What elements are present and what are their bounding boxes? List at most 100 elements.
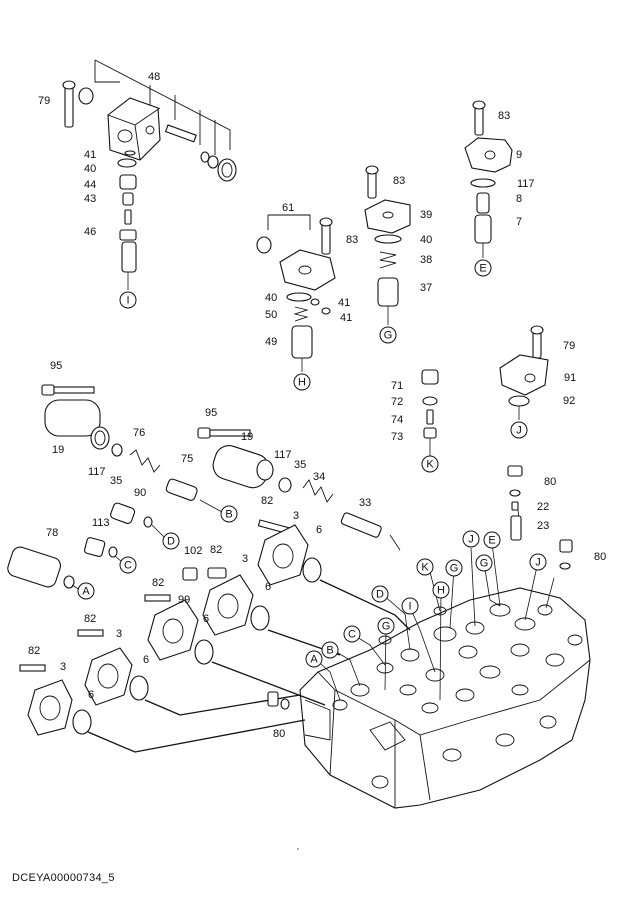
part-label-p3a: 3: [293, 510, 299, 522]
drawing-code: DCEYA00000734_5: [12, 872, 115, 884]
assembly-39: [364, 165, 411, 325]
tick-mark: ·: [296, 843, 300, 855]
part-label-p80c: 80: [594, 551, 606, 563]
ref-marker-letter: E: [479, 263, 486, 275]
assembly-9: [464, 100, 513, 258]
part-label-p48: 48: [148, 71, 160, 83]
ref-marker-mB2: B: [321, 641, 339, 659]
part-label-p39: 39: [420, 209, 432, 221]
part-label-p74: 74: [391, 414, 403, 426]
ref-marker-letter: G: [384, 330, 393, 342]
part-label-p40a: 40: [84, 163, 96, 175]
assembly-90: [110, 502, 166, 539]
part-label-p3d: 3: [60, 661, 66, 673]
part-label-p7: 7: [516, 216, 522, 228]
ref-marker-letter: C: [348, 629, 356, 641]
part-label-p75: 75: [181, 453, 193, 465]
part-label-p82d: 82: [84, 613, 96, 625]
ref-marker-circle: [416, 558, 434, 576]
ref-marker-mA2: A: [305, 650, 323, 668]
assembly-102: [182, 567, 227, 581]
ref-marker-letter: C: [124, 560, 132, 572]
part-label-p43: 43: [84, 193, 96, 205]
part-label-p113: 113: [92, 517, 110, 529]
part-label-p95b: 95: [205, 407, 217, 419]
part-label-p117c: 117: [274, 449, 292, 461]
ref-marker-circle: [371, 585, 389, 603]
part-label-p117b: 117: [88, 466, 106, 478]
part-label-p117a: 117: [517, 178, 535, 190]
ref-marker-letter: J: [468, 534, 474, 546]
ref-marker-mK1: K: [421, 455, 439, 473]
part-label-p82c: 82: [152, 577, 164, 589]
part-label-p35a: 35: [110, 475, 122, 487]
ref-marker-circle: [445, 559, 463, 577]
ref-marker-mE2: E: [483, 531, 501, 549]
part-label-p79b: 79: [563, 340, 575, 352]
ref-marker-circle: [305, 650, 323, 668]
part-label-p91: 91: [564, 372, 576, 384]
assembly-113: [83, 537, 123, 563]
ref-marker-mJ2: J: [462, 530, 480, 548]
ref-marker-circle: [432, 581, 450, 599]
part-label-p95a: 95: [50, 360, 62, 372]
part-label-p33: 33: [359, 497, 371, 509]
ref-marker-circle: [474, 259, 492, 277]
ref-marker-circle: [162, 532, 180, 550]
part-label-p6b: 6: [203, 613, 209, 625]
ref-marker-mG4: G: [377, 617, 395, 635]
assembly-80-bottom: [267, 691, 290, 710]
part-label-p71: 71: [391, 380, 403, 392]
part-label-p82e: 82: [28, 645, 40, 657]
ref-marker-circle: [119, 291, 137, 309]
ref-marker-circle: [220, 505, 238, 523]
part-label-p23: 23: [537, 520, 549, 532]
part-label-p19a: 19: [52, 444, 64, 456]
ref-marker-circle: [510, 421, 528, 439]
ref-marker-circle: [377, 617, 395, 635]
assembly-71: [421, 369, 439, 456]
ref-marker-letter: D: [167, 536, 175, 548]
part-label-p82a: 82: [261, 495, 273, 507]
ref-marker-circle: [483, 531, 501, 549]
assembly-78: [7, 546, 81, 591]
ref-marker-letter: H: [298, 377, 306, 389]
part-label-p8: 8: [516, 193, 522, 205]
part-label-p49: 49: [265, 336, 277, 348]
part-label-p102: 102: [184, 545, 202, 557]
ref-marker-mC1: C: [119, 556, 137, 574]
ref-marker-mK2: K: [416, 558, 434, 576]
ref-marker-circle: [421, 455, 439, 473]
ref-marker-letter: D: [376, 589, 384, 601]
ref-marker-letter: K: [426, 459, 434, 471]
part-label-p61: 61: [282, 202, 294, 214]
assembly-61: [256, 214, 336, 372]
ref-marker-mG3: G: [475, 554, 493, 572]
ref-marker-letter: B: [225, 509, 232, 521]
assembly-19-right: [197, 427, 401, 551]
ref-marker-mG2: G: [445, 559, 463, 577]
part-label-p90: 90: [134, 487, 146, 499]
ref-marker-letter: B: [326, 645, 333, 657]
ref-marker-letter: A: [310, 654, 318, 666]
ref-marker-circle: [379, 326, 397, 344]
part-label-p41a: 41: [84, 149, 96, 161]
ref-marker-mE1: E: [474, 259, 492, 277]
ref-marker-mI1: I: [119, 291, 137, 309]
main-valve-block: [299, 587, 591, 809]
part-label-p6e: 6: [88, 689, 94, 701]
ref-marker-mG1: G: [379, 326, 397, 344]
ref-marker-mI2: I: [401, 597, 419, 615]
part-label-p3c: 3: [116, 628, 122, 640]
assembly-48: [62, 59, 237, 290]
ref-marker-letter: J: [535, 557, 541, 569]
ref-marker-mH2: H: [432, 581, 450, 599]
ref-marker-letter: H: [437, 585, 445, 597]
part-label-p41b: 41: [338, 297, 350, 309]
part-label-p83b: 83: [393, 175, 405, 187]
ref-marker-mD2: D: [371, 585, 389, 603]
part-label-p3b: 3: [242, 553, 248, 565]
ref-marker-letter: A: [82, 586, 90, 598]
